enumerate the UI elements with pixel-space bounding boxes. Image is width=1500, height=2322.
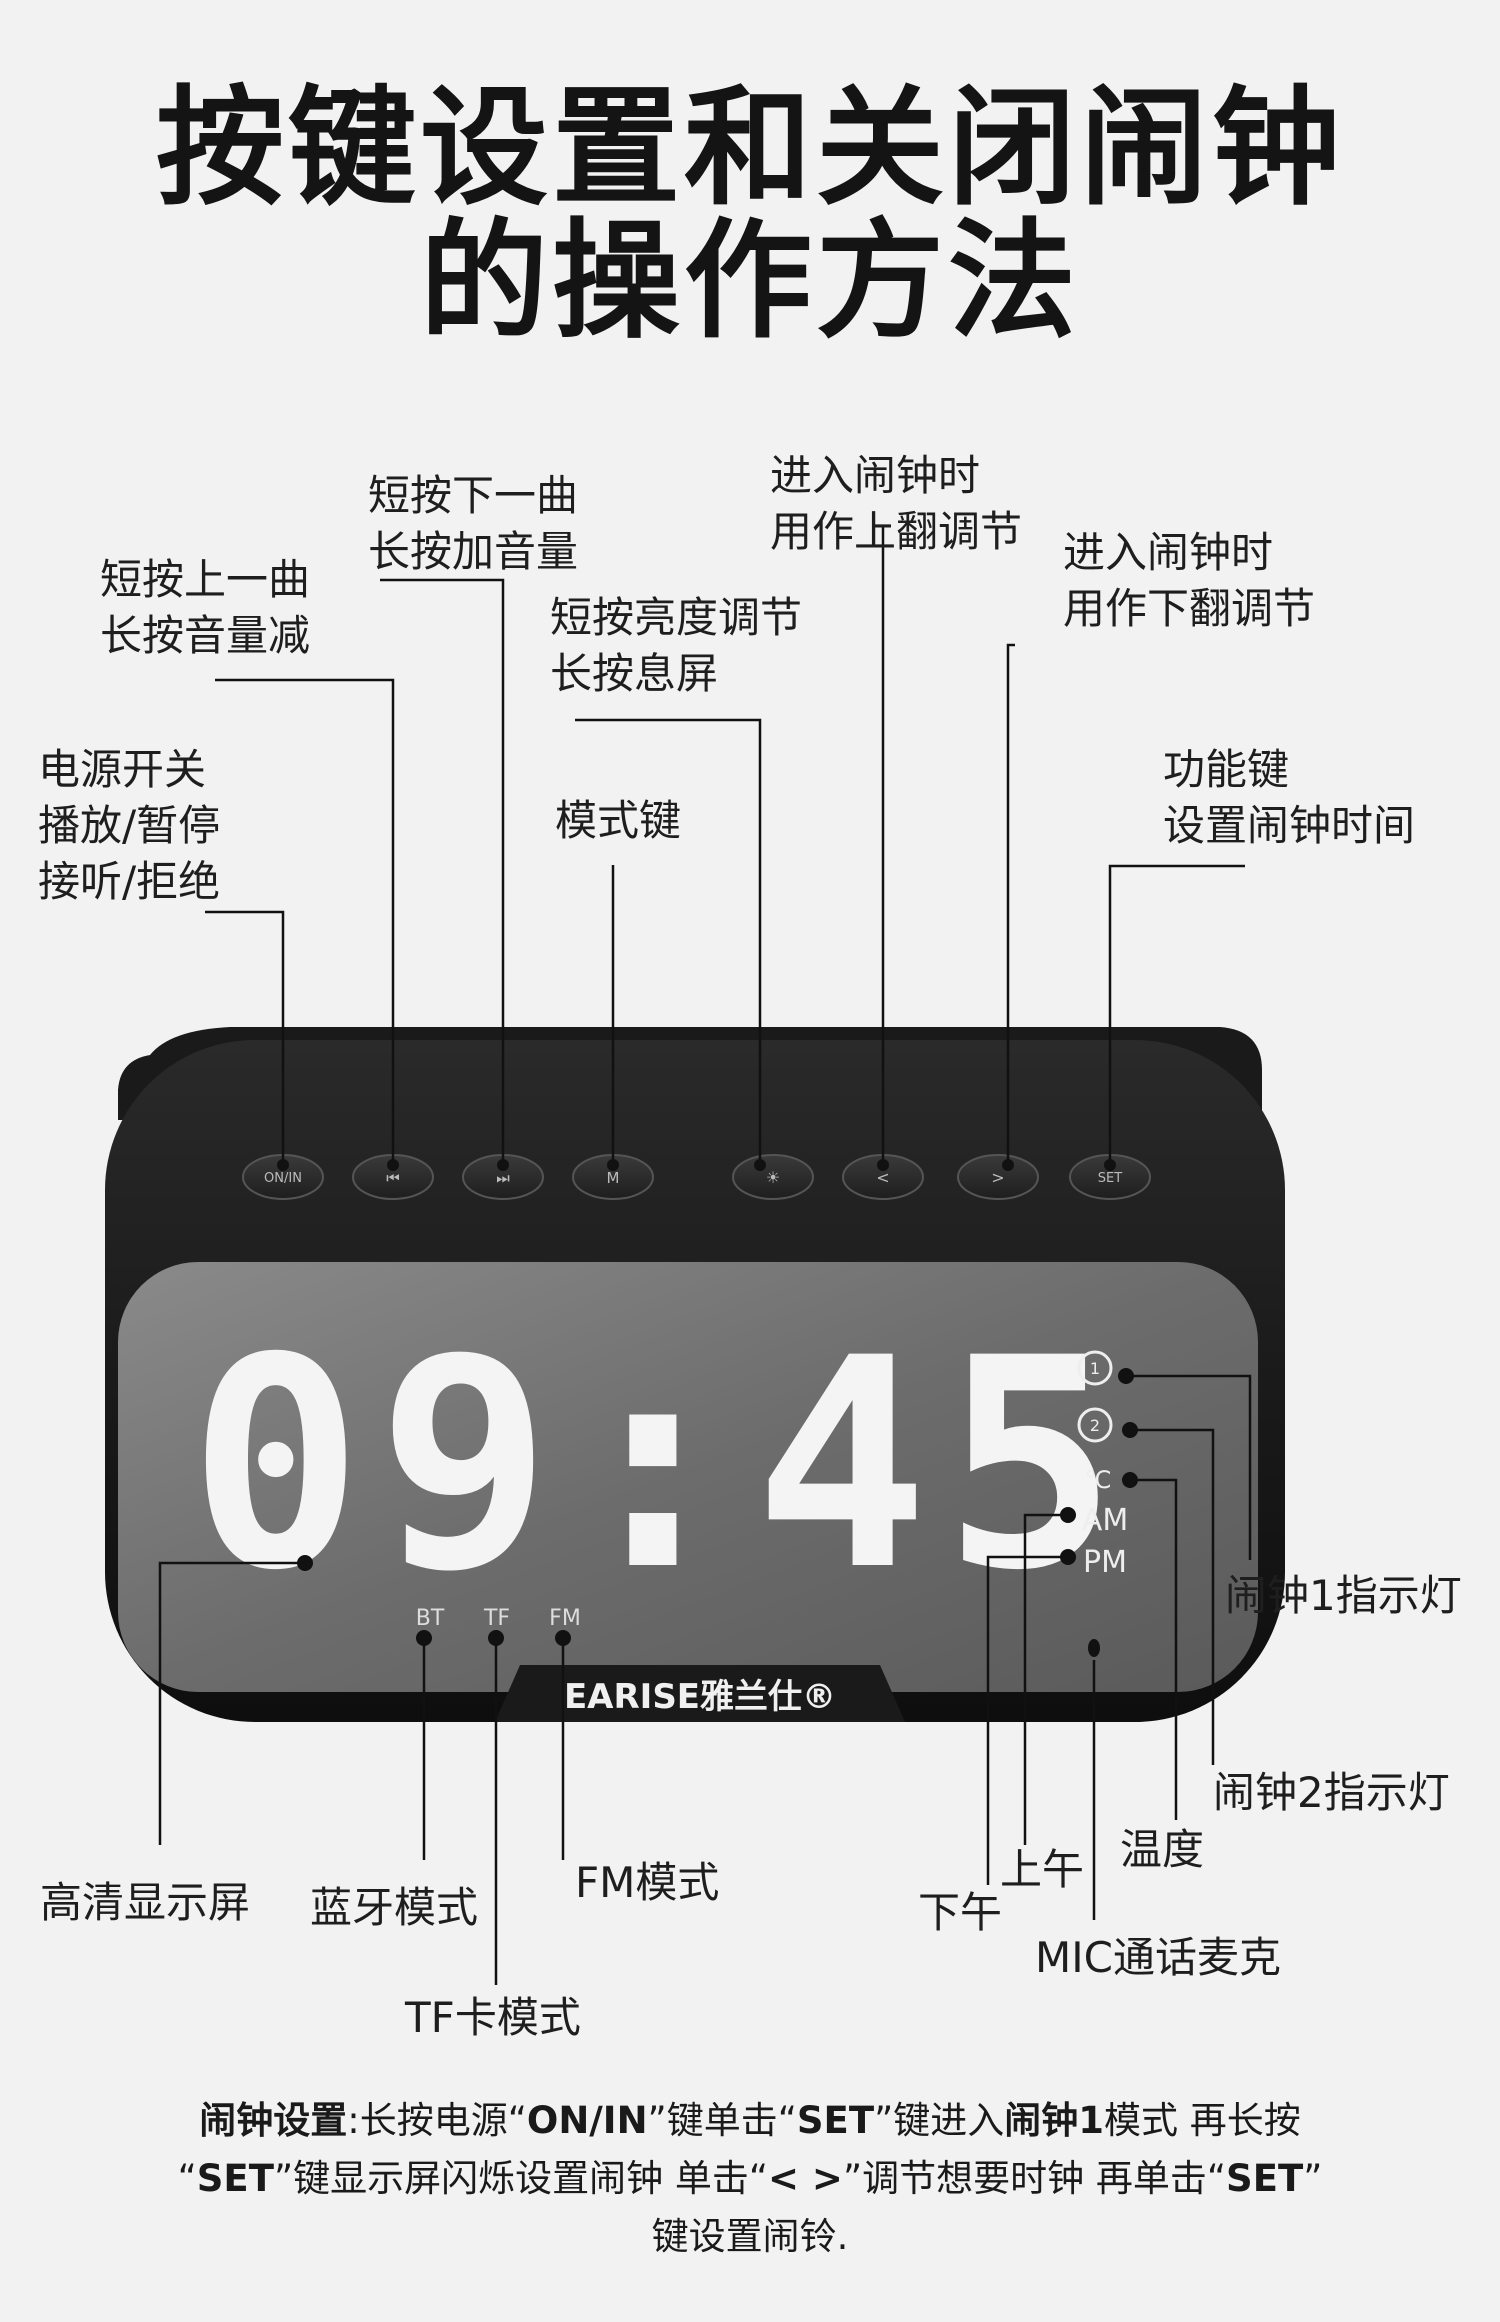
clock-time-display: 09:45 <box>189 1297 1132 1634</box>
footer-line3: 键设置闹铃. <box>651 2215 849 2258</box>
page-title-line1: 按键设置和关闭闹钟 <box>155 74 1344 223</box>
svg-text:⏭: ⏭ <box>496 1169 510 1187</box>
label-power: 电源开关播放/暂停接听/拒绝 <box>38 745 221 906</box>
alarm2-indicator-icon: 2 <box>1077 1407 1113 1443</box>
svg-text:ON/IN: ON/IN <box>264 1171 302 1186</box>
label-alarm2-light: 闹钟2指示灯 <box>1213 1768 1450 1817</box>
label-down: 进入闹钟时用作下翻调节 <box>1063 528 1316 633</box>
am-indicator: AM <box>1082 1503 1128 1538</box>
temp-unit-indicator: ℃ <box>1085 1466 1112 1494</box>
label-pm: 下午 <box>918 1888 1003 1937</box>
label-mode: 模式键 <box>555 796 682 845</box>
tf-indicator: TF <box>483 1606 510 1631</box>
page-title-line2: 的操作方法 <box>419 207 1080 356</box>
leader-dots <box>277 1159 1138 1646</box>
brand-tab <box>495 1665 905 1722</box>
up-button[interactable]: < <box>842 1154 924 1200</box>
brightness-button[interactable]: ☀ <box>732 1154 814 1200</box>
svg-text:M: M <box>607 1169 620 1187</box>
top-buttons: ON/IN ⏮ ⏭ M ☀ < <box>242 1154 1151 1200</box>
label-fm-mode: FM模式 <box>575 1858 720 1907</box>
svg-text:2: 2 <box>1090 1416 1100 1435</box>
fm-indicator: FM <box>549 1606 581 1631</box>
label-am: 上午 <box>1000 1845 1085 1894</box>
label-bt-mode: 蓝牙模式 <box>310 1883 479 1932</box>
down-button[interactable]: > <box>957 1154 1039 1200</box>
svg-text:<: < <box>876 1168 889 1187</box>
brand-logo: EARISE雅兰仕® <box>564 1677 836 1717</box>
svg-text:☀: ☀ <box>766 1168 780 1187</box>
label-next-track: 短按下一曲长按加音量 <box>368 471 579 576</box>
label-up: 进入闹钟时用作上翻调节 <box>770 451 1023 556</box>
label-brightness: 短按亮度调节长按息屏 <box>550 593 803 698</box>
svg-text:⏮: ⏮ <box>386 1169 400 1187</box>
svg-text:SET: SET <box>1098 1171 1122 1186</box>
label-display: 高清显示屏 <box>40 1878 251 1927</box>
svg-text:1: 1 <box>1090 1359 1100 1378</box>
mode-button[interactable]: M <box>572 1154 654 1200</box>
label-set: 功能键设置闹钟时间 <box>1163 745 1416 850</box>
power-play-button[interactable]: ON/IN <box>242 1154 324 1200</box>
label-alarm1-light: 闹钟1指示灯 <box>1225 1571 1462 1620</box>
label-temperature: 温度 <box>1120 1825 1205 1874</box>
mic-hole <box>1088 1639 1100 1657</box>
leader-lines <box>158 527 1252 1985</box>
device-screen <box>118 1262 1258 1692</box>
footer-instructions: 闹钟设置:长按电源“ON/IN”键单击“SET”键进入闹钟1模式 再长按 “SE… <box>60 2092 1440 2266</box>
pm-indicator: PM <box>1083 1545 1127 1580</box>
footer-line2: “SET”键显示屏闪烁设置闹钟 单击“< >”调节想要时钟 再单击“SET” <box>177 2157 1323 2200</box>
prev-track-button[interactable]: ⏮ <box>352 1154 434 1200</box>
bt-indicator: BT <box>416 1606 445 1631</box>
footer-line1: 闹钟设置:长按电源“ON/IN”键单击“SET”键进入闹钟1模式 再长按 <box>199 2099 1301 2142</box>
label-tf-mode: TF卡模式 <box>405 1993 581 2042</box>
svg-text:>: > <box>991 1168 1004 1187</box>
label-prev-track: 短按上一曲长按音量减 <box>100 555 311 660</box>
label-mic: MIC通话麦克 <box>1035 1933 1281 1982</box>
alarm1-indicator-icon: 1 <box>1077 1350 1113 1386</box>
